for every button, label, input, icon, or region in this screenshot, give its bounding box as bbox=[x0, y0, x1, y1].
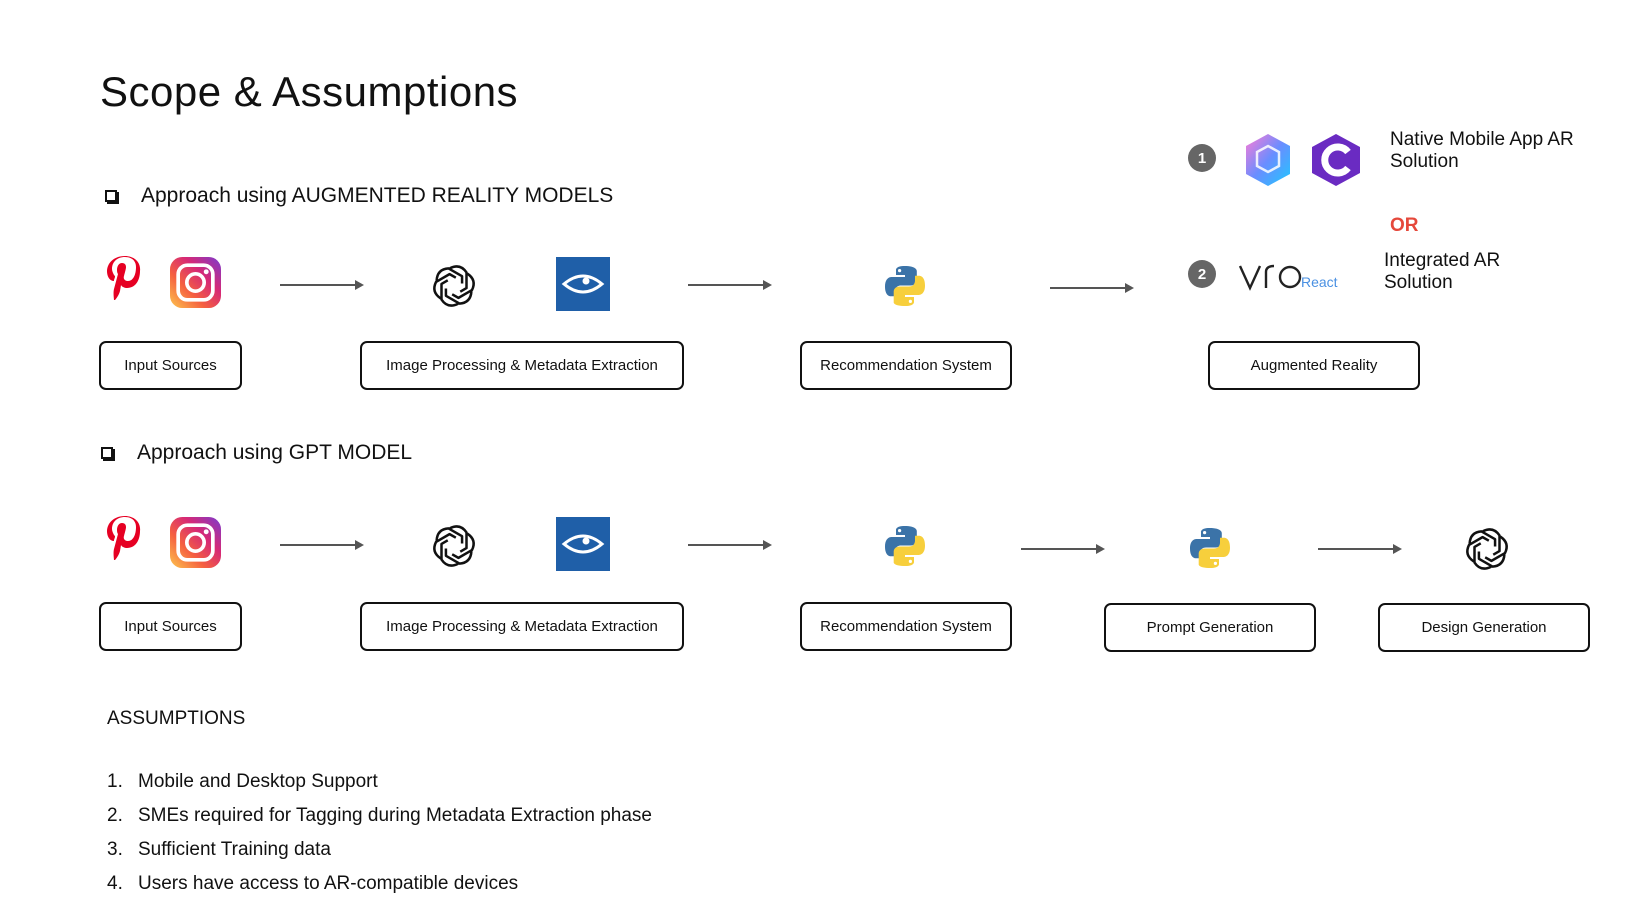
pinterest-icon bbox=[104, 514, 144, 562]
gpt-step-input-sources: Input Sources bbox=[99, 602, 242, 651]
ar-step-image-processing: Image Processing & Metadata Extraction bbox=[360, 341, 684, 390]
list-item: 3. Sufficient Training data bbox=[107, 839, 652, 873]
ar-step-recommendation: Recommendation System bbox=[800, 341, 1012, 390]
flow-arrow bbox=[688, 540, 772, 550]
list-text: Sufficient Training data bbox=[138, 839, 331, 860]
python-icon bbox=[1186, 524, 1234, 572]
gpt-step-design-generation: Design Generation bbox=[1378, 603, 1590, 652]
gpt-step-image-processing: Image Processing & Metadata Extraction bbox=[360, 602, 684, 651]
arcore-icon bbox=[1312, 134, 1360, 186]
gpt-step-recommendation: Recommendation System bbox=[800, 602, 1012, 651]
viro-react-text: React bbox=[1301, 274, 1338, 290]
arkit-icon bbox=[1246, 134, 1290, 186]
assumptions-list: 1. Mobile and Desktop Support 2. SMEs re… bbox=[107, 771, 652, 907]
list-number: 2. bbox=[107, 805, 123, 826]
vision-eye-icon bbox=[556, 257, 610, 311]
flow-arrow bbox=[280, 280, 364, 290]
list-text: SMEs required for Tagging during Metadat… bbox=[138, 805, 653, 826]
instagram-icon bbox=[170, 517, 221, 568]
list-text: Users have access to AR-compatible devic… bbox=[138, 873, 519, 894]
section-ar-header: Approach using AUGMENTED REALITY MODELS bbox=[105, 184, 613, 208]
section-ar-label: Approach using AUGMENTED REALITY MODELS bbox=[141, 184, 614, 207]
list-text: Mobile and Desktop Support bbox=[138, 771, 378, 792]
openai-icon bbox=[1462, 524, 1512, 574]
option-1-badge: 1 bbox=[1188, 144, 1216, 172]
pinterest-icon bbox=[104, 254, 144, 302]
openai-icon bbox=[429, 261, 479, 311]
viro-wordmark-icon bbox=[1238, 264, 1302, 291]
section-gpt-label: Approach using GPT MODEL bbox=[137, 441, 413, 464]
list-number: 1. bbox=[107, 771, 123, 792]
list-number: 3. bbox=[107, 839, 123, 860]
assumptions-heading: ASSUMPTIONS bbox=[107, 708, 246, 729]
instagram-icon bbox=[170, 257, 221, 308]
ar-step-input-sources: Input Sources bbox=[99, 341, 242, 390]
or-label: OR bbox=[1390, 215, 1419, 236]
flow-arrow bbox=[688, 280, 772, 290]
option-1-text: Native Mobile App AR Solution bbox=[1390, 129, 1574, 172]
gpt-step-prompt-generation: Prompt Generation bbox=[1104, 603, 1316, 652]
flow-arrow bbox=[280, 540, 364, 550]
page-title: Scope & Assumptions bbox=[100, 68, 519, 115]
checkbox-icon bbox=[105, 190, 117, 202]
python-icon bbox=[881, 262, 929, 310]
flow-arrow bbox=[1050, 283, 1134, 293]
list-item: 1. Mobile and Desktop Support bbox=[107, 771, 652, 805]
flow-arrow bbox=[1021, 544, 1105, 554]
section-gpt-header: Approach using GPT MODEL bbox=[101, 441, 412, 465]
openai-icon bbox=[429, 521, 479, 571]
list-item: 4. Users have access to AR-compatible de… bbox=[107, 873, 652, 907]
list-item: 2. SMEs required for Tagging during Meta… bbox=[107, 805, 652, 839]
flow-arrow bbox=[1318, 544, 1402, 554]
option-2-badge: 2 bbox=[1188, 260, 1216, 288]
viro-react-logo: React bbox=[1238, 260, 1343, 292]
option-2-text: Integrated AR Solution bbox=[1384, 250, 1501, 293]
python-icon bbox=[881, 522, 929, 570]
vision-eye-icon bbox=[556, 517, 610, 571]
ar-step-augmented-reality: Augmented Reality bbox=[1208, 341, 1420, 390]
checkbox-icon bbox=[101, 447, 113, 459]
list-number: 4. bbox=[107, 873, 123, 894]
